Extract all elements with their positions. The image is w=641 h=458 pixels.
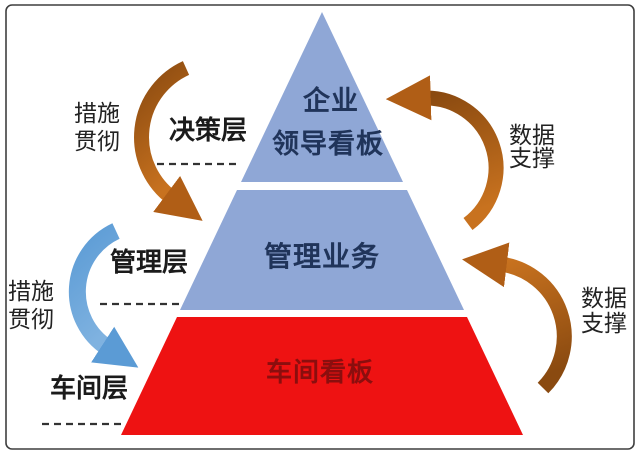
left-bottom-annotation-line1: 措施 <box>8 278 54 304</box>
tier-top-label-line1: 企业 <box>303 85 359 116</box>
left-top-annotation-line1: 措施 <box>74 100 120 126</box>
level-label-decision: 决策层 <box>169 115 247 145</box>
right-top-annotation-line2: 支撑 <box>509 145 555 171</box>
right-bottom-annotation-line1: 数据 <box>581 285 627 311</box>
tier-top-label-line2: 领导看板 <box>272 129 384 159</box>
right-bottom-annotation-line2: 支撑 <box>581 310 627 336</box>
pyramid-tier-top <box>241 12 403 182</box>
level-label-workshop: 车间层 <box>50 373 128 403</box>
tier-bottom-label: 车间看板 <box>266 357 374 387</box>
pyramid-tier-bottom <box>121 317 523 435</box>
data-support-arrow-bottom-right <box>462 242 572 394</box>
frame-border <box>5 4 635 450</box>
tier-middle-label: 管理业务 <box>264 240 380 272</box>
measures-arrow-top-left <box>134 61 203 221</box>
measures-arrow-bottom-left <box>68 223 139 368</box>
left-bottom-annotation-line2: 贯彻 <box>8 306 54 332</box>
right-top-annotation-line1: 数据 <box>509 122 555 148</box>
level-label-management: 管理层 <box>110 247 188 277</box>
left-top-annotation-line2: 贯彻 <box>74 128 120 154</box>
pyramid-tier-middle <box>180 190 464 310</box>
data-support-arrow-top-right <box>385 75 504 230</box>
